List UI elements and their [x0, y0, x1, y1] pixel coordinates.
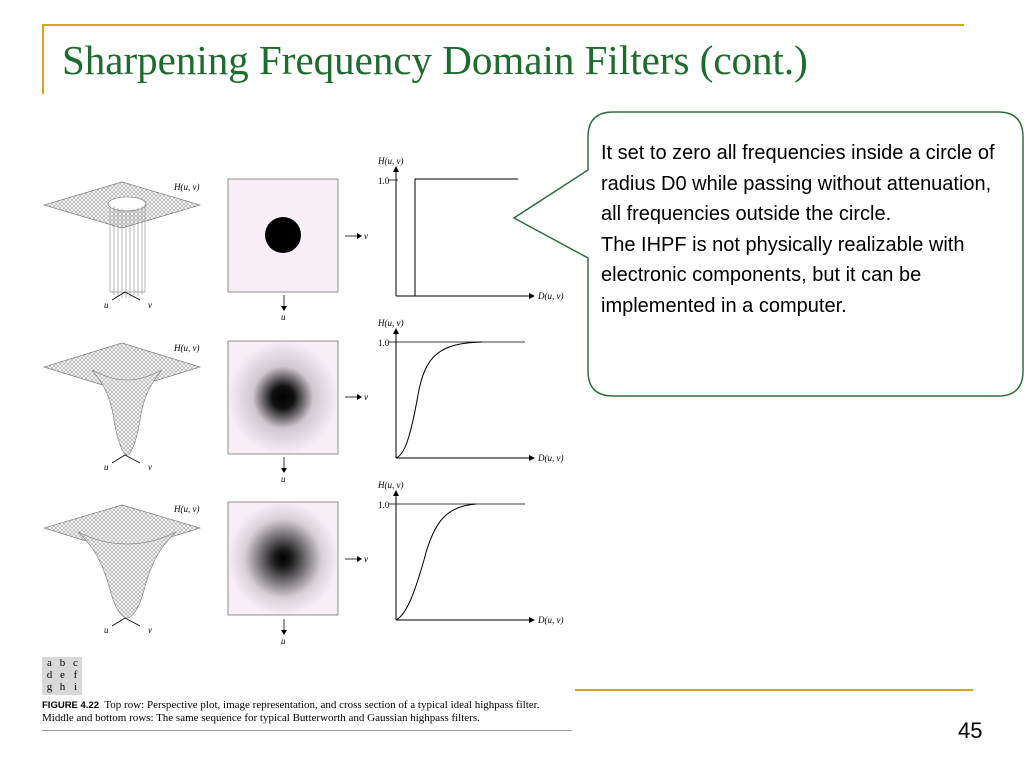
label-huv: H(u, v) — [377, 480, 404, 490]
panel-letter: h — [59, 681, 66, 693]
label-huv: H(u, v) — [173, 504, 200, 514]
panel-letter: e — [60, 669, 65, 681]
panel-letter: f — [73, 669, 78, 681]
panel-letter: d — [46, 669, 53, 681]
panel-letter: a — [47, 657, 52, 669]
label-v: v — [364, 231, 368, 241]
label-huv: H(u, v) — [377, 318, 404, 328]
caption-label: FIGURE 4.22 — [42, 700, 100, 711]
caption-rule — [42, 730, 572, 731]
figure-panel-letters: a b c d e f g h i — [42, 657, 82, 695]
label-one: 1.0 — [378, 176, 390, 186]
cross-section-gaussian: H(u, v) 1.0 D(u, v) — [377, 480, 564, 625]
bottom-accent-rule — [575, 689, 973, 691]
left-accent-rule — [42, 24, 44, 94]
callout-paragraph-1: It set to zero all frequencies inside a … — [601, 142, 995, 225]
label-huv: H(u, v) — [173, 343, 200, 353]
panel-letter: i — [73, 681, 78, 693]
label-v: v — [148, 300, 152, 310]
page-number: 45 — [958, 718, 983, 743]
callout-paragraph-2: The IHPF is not physically realizable wi… — [601, 233, 965, 317]
label-v: v — [148, 462, 152, 472]
cross-section-butterworth: H(u, v) 1.0 D(u, v) — [377, 318, 564, 463]
label-one: 1.0 — [378, 500, 390, 510]
label-u: u — [104, 625, 109, 635]
label-huv: H(u, v) — [173, 182, 200, 192]
image-ideal: v u — [227, 178, 368, 322]
callout-text: It set to zero all frequencies inside a … — [601, 138, 1001, 321]
label-u: u — [281, 312, 286, 322]
top-accent-rule — [42, 24, 964, 26]
label-one: 1.0 — [378, 338, 390, 348]
row-ideal: H(u, v) u v v u H(u, v) 1.0 D(u, v) — [42, 156, 564, 322]
perspective-plot-ideal: H(u, v) u v — [42, 181, 202, 310]
label-u: u — [281, 474, 286, 484]
panel-letter: b — [59, 657, 66, 669]
label-v: v — [148, 625, 152, 635]
label-v: v — [364, 554, 368, 564]
caption-text: Top row: Perspective plot, image represe… — [42, 699, 540, 724]
panel-letter: c — [73, 657, 78, 669]
label-duv: D(u, v) — [537, 453, 564, 463]
label-duv: D(u, v) — [537, 615, 564, 625]
image-gaussian: v u — [227, 501, 368, 646]
perspective-plot-gaussian: H(u, v) u v — [42, 504, 202, 635]
cross-section-ideal: H(u, v) 1.0 D(u, v) — [377, 156, 564, 301]
figure-caption: FIGURE 4.22 Top row: Perspective plot, i… — [42, 699, 572, 725]
label-duv: D(u, v) — [537, 291, 564, 301]
slide-title: Sharpening Frequency Domain Filters (con… — [62, 37, 808, 83]
label-u: u — [104, 300, 109, 310]
row-gaussian: H(u, v) u v v u H(u, v) 1.0 D(u, v) — [42, 480, 564, 646]
label-u: u — [104, 462, 109, 472]
row-butterworth: H(u, v) u v v u H(u, v) 1.0 D(u, v) — [42, 318, 564, 484]
label-huv: H(u, v) — [377, 156, 404, 166]
label-v: v — [364, 392, 368, 402]
image-butterworth: v u — [227, 340, 368, 484]
perspective-plot-butterworth: H(u, v) u v — [42, 342, 202, 472]
panel-letter: g — [46, 681, 53, 693]
label-u: u — [281, 636, 286, 646]
